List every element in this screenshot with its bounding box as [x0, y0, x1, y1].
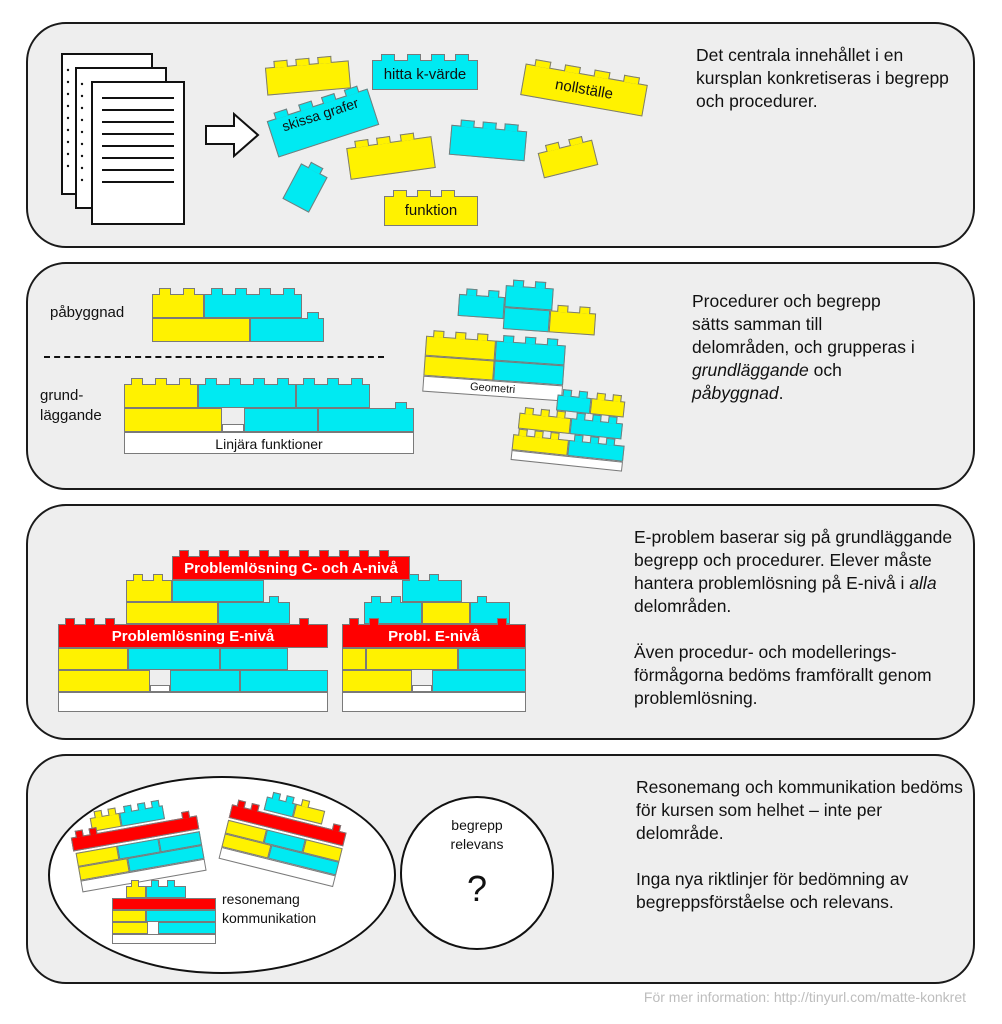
- brick-label: hitta k-värde: [383, 66, 467, 83]
- tilted-stack: [510, 384, 630, 475]
- dashed-divider: [44, 356, 384, 358]
- brick-yellow: [126, 602, 218, 624]
- label-pabyggnad: påbyggnad: [50, 304, 125, 321]
- panel-description: Det centrala innehållet i en kursplan ko…: [696, 45, 949, 111]
- documents-icon: [61, 53, 185, 225]
- brick-cyan: [198, 378, 296, 408]
- brick-yellow: [58, 670, 150, 692]
- brick-white-small: [412, 685, 432, 692]
- panel-description: Resonemang och kommunikation bedöms för …: [636, 777, 963, 912]
- bar-problemlosning-c-a: Problemlösning C- och A-nivå: [172, 550, 410, 580]
- panel-description: E-problem baserar sig på grundläggande b…: [634, 527, 953, 708]
- question-mark: ?: [466, 868, 488, 909]
- brick-label: funktion: [404, 202, 458, 219]
- brick-yellow: [366, 648, 458, 670]
- brick-cyan: [282, 161, 328, 213]
- panel-content-to-concepts: hitta k-värde nollställe skissa grafer f…: [26, 22, 975, 248]
- brick-cyan: [244, 408, 318, 432]
- brick-cyan: [170, 670, 240, 692]
- label-grundlaggande: grund-läggande: [40, 387, 102, 424]
- brick-cyan: [458, 648, 526, 670]
- brick-funktion: funktion: [384, 190, 478, 226]
- brick-yellow: [152, 318, 250, 342]
- brick-white-small: [150, 685, 170, 692]
- ellipse-stack-bottom: [112, 880, 216, 944]
- bar-probl-e-right: Probl. E-nivå: [342, 618, 526, 648]
- brick-cyan: [432, 670, 526, 692]
- base-plate-linjara-funktioner: Linjära funktioner: [124, 432, 414, 454]
- panel-description: Procedurer och begrepp sätts samman till…: [692, 291, 915, 403]
- brick-yellow: [124, 378, 198, 408]
- brick-yellow: [342, 648, 366, 670]
- brick-yellow: [342, 670, 412, 692]
- brick-cyan: [128, 648, 220, 670]
- brick-yellow: [152, 288, 204, 318]
- brick-white-small: [222, 424, 244, 432]
- panel-problemlosning: Problemlösning C- och A-nivå Problemlösn…: [26, 504, 975, 740]
- base-plate-right: [342, 692, 526, 712]
- brick-yellow: [126, 574, 172, 602]
- brick-cyan: [172, 580, 264, 602]
- brick-cyan: [240, 670, 328, 692]
- geometri-stack: Geometri: [422, 279, 609, 402]
- brick-cyan: [402, 574, 462, 602]
- brick-cyan: [250, 312, 324, 342]
- brick-yellow: [124, 408, 222, 432]
- brick-cyan: [318, 402, 414, 432]
- brick-cyan: [218, 596, 290, 624]
- brick-yellow: [422, 602, 470, 624]
- brick-cyan: [296, 378, 370, 408]
- brick-yellow: [346, 132, 436, 180]
- brick-yellow: [264, 55, 352, 96]
- brick-yellow: [58, 648, 128, 670]
- brick-cyan: [220, 648, 288, 670]
- brick-hitta-k-varde: hitta k-värde: [372, 54, 478, 90]
- bar-problemlosning-e-left: Problemlösning E-nivå: [58, 618, 328, 648]
- brick-cyan: [204, 288, 302, 318]
- footer-link[interactable]: För mer information: http://tinyurl.com/…: [643, 989, 966, 1005]
- arrow-right-icon: [205, 112, 260, 158]
- panel-delomraden: påbyggnad grund-läggande Linjära funktio…: [26, 262, 975, 490]
- brick-yellow: [537, 135, 599, 179]
- brick-cyan: [448, 119, 528, 162]
- base-plate-left: [58, 692, 328, 712]
- brick-nollstalle: nollställe: [520, 59, 648, 117]
